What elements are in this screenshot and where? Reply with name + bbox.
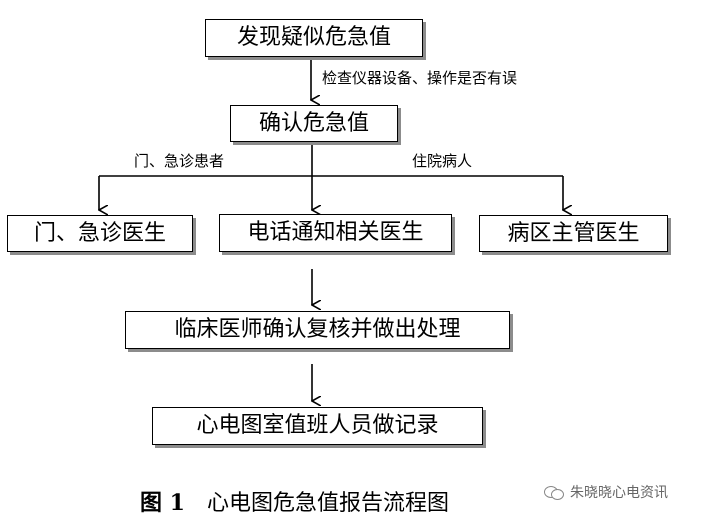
watermark: 朱晓晓心电资讯 [544, 482, 668, 502]
node-emergency-doctor: 门、急诊医生 [7, 215, 193, 252]
label-outpatient-emergency: 门、急诊患者 [134, 152, 225, 170]
figure-caption: 图 1 心电图危急值报告流程图 [140, 492, 449, 515]
node-discover-critical-value: 发现疑似危急值 [205, 19, 423, 57]
figure-title: 心电图危急值报告流程图 [206, 491, 449, 516]
node-clinician-review: 临床医师确认复核并做出处理 [125, 311, 510, 349]
node-ward-doctor: 病区主管医生 [479, 215, 668, 252]
figure-number: 图 1 [140, 490, 185, 516]
label-inpatient: 住院病人 [412, 152, 473, 170]
node-ecg-room-record: 心电图室值班人员做记录 [152, 407, 483, 445]
label-check-equipment: 检查仪器设备、操作是否有误 [322, 69, 518, 87]
chat-bubbles-icon [544, 484, 564, 500]
watermark-text: 朱晓晓心电资讯 [570, 485, 668, 501]
node-phone-notify-doctor: 电话通知相关医生 [219, 214, 452, 252]
node-confirm-critical-value: 确认危急值 [230, 105, 398, 142]
